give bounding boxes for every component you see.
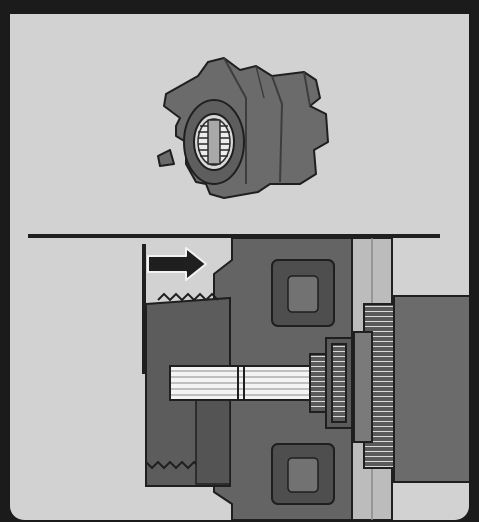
figure-panel xyxy=(10,14,469,520)
arrow-right-icon xyxy=(147,247,207,281)
threaded-nut xyxy=(353,303,395,469)
splined-shaft xyxy=(169,365,311,401)
diagram-svg xyxy=(28,57,469,520)
shaft-collar xyxy=(309,337,353,429)
installation-cross-section xyxy=(142,237,469,520)
knob-part-icon xyxy=(157,57,329,199)
valve-body xyxy=(393,295,469,483)
